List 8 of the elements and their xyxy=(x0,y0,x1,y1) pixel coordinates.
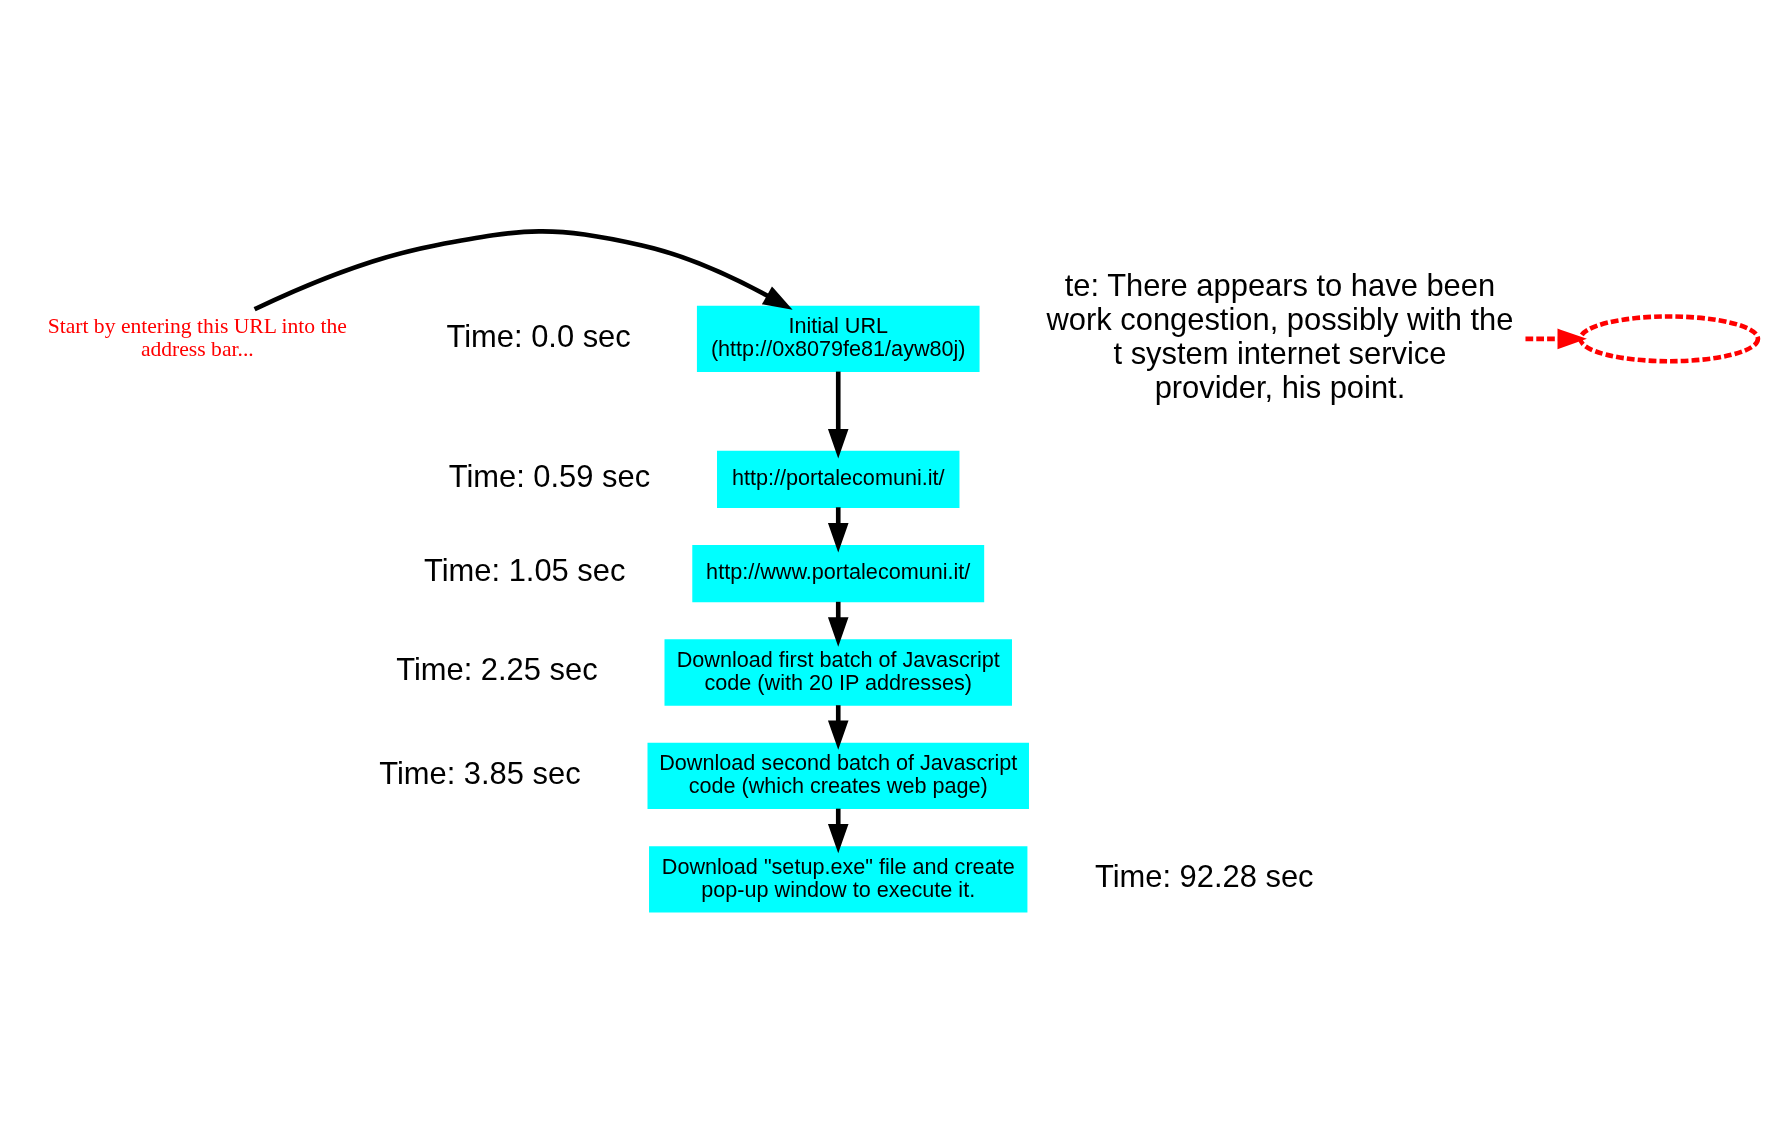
node-text: te: There appears to have been work congestion, possibly with the t system internet service provider, his point. xyxy=(1046,267,1514,405)
node-label: Time: 0.59 sec xyxy=(448,459,651,495)
node-label: Time: 92.28 sec xyxy=(1095,859,1314,895)
node-text: Start by entering this URL into the address bar... xyxy=(47,313,347,362)
node-label: Time: 2.25 sec xyxy=(396,652,598,688)
node-label: Time: 0.0 sec xyxy=(446,318,631,354)
node-label: Time: 1.05 sec xyxy=(424,553,626,589)
node-label: Time: 3.85 sec xyxy=(379,755,581,791)
